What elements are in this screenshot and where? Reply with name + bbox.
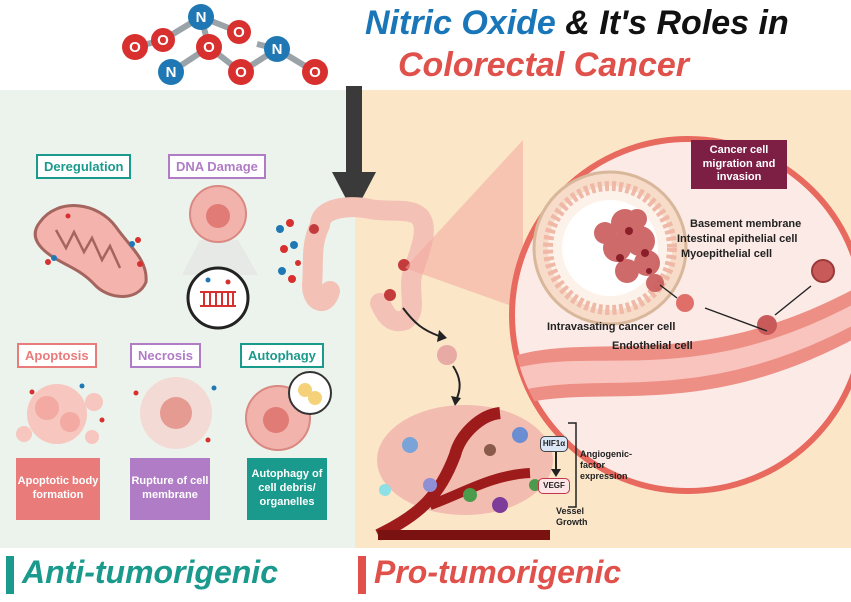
- endothelial-cell-label: Endothelial cell: [612, 340, 693, 352]
- pro-tumorigenic-label: Pro-tumorigenic: [374, 554, 622, 590]
- atom-label: O: [235, 64, 247, 81]
- dna-damage-cell-icon: [182, 185, 258, 330]
- atom-label: O: [129, 39, 141, 56]
- tumor-microenvironment-icon: [375, 405, 553, 541]
- zoom-circle: [509, 136, 851, 494]
- no-molecules-icon: [276, 219, 301, 283]
- atom-label: O: [203, 39, 215, 56]
- title-highlight: Nitric Oxide: [365, 4, 556, 42]
- anti-tumorigenic-label: Anti-tumorigenic: [22, 554, 278, 590]
- atom-label: O: [309, 64, 321, 81]
- necrosis-label: Necrosis: [130, 343, 201, 368]
- atom-label: O: [157, 32, 169, 49]
- oxygen-atom: [122, 34, 148, 60]
- nitrogen-atom: [264, 36, 290, 62]
- deregulation-label: Deregulation: [36, 154, 132, 179]
- vessel-growth-label: Vessel Growth: [556, 506, 588, 527]
- necrosis-description: Rupture of cell membrane: [130, 458, 210, 520]
- pro-footer-bar: [358, 556, 366, 594]
- nitrogen-atom: [158, 59, 184, 85]
- atom-label: N: [196, 9, 207, 26]
- oxygen-atom: [227, 20, 251, 44]
- intravasating-cell-label: Intravasating cancer cell: [547, 321, 676, 333]
- vegf-box: VEGF: [538, 478, 570, 494]
- oxygen-atom: [228, 59, 254, 85]
- curved-arrows: [402, 307, 461, 406]
- oxygen-atom: [302, 59, 328, 85]
- hif1a-box: HIF1α: [540, 436, 568, 452]
- migration-label: Cancer cell migration and invasion: [691, 140, 787, 189]
- epithelial-cell-label: Intestinal epithelial cell: [677, 233, 798, 245]
- nitric-oxide-molecule: O N O O O N O N O: [122, 4, 328, 85]
- basement-membrane-label: Basement membrane: [690, 218, 802, 230]
- myoepithelial-cell-label: Myoepithelial cell: [681, 248, 773, 260]
- necrotic-cell-icon: [133, 377, 217, 449]
- oxygen-atom: [151, 28, 175, 52]
- autophagy-description: Autophagy of cell debris/ organelles: [247, 458, 327, 520]
- page-title-line2: Colorectal Cancer: [398, 46, 689, 84]
- atom-label: N: [166, 64, 177, 81]
- anti-footer-bar: [6, 556, 14, 594]
- dna-helix-icon: [186, 266, 250, 330]
- apoptosis-label: Apoptosis: [17, 343, 97, 368]
- page-title-line1: Nitric Oxide & It's Roles in: [365, 4, 789, 43]
- oxygen-atom: [196, 34, 222, 60]
- apoptotic-cell-icon: [16, 383, 105, 444]
- mitochondrion-icon: [33, 204, 148, 298]
- pathway-arrows: [551, 422, 577, 508]
- down-arrow-icon: [332, 86, 376, 214]
- magnification-wedge: [405, 140, 523, 310]
- autophagy-label: Autophagy: [240, 343, 324, 368]
- colon-icon: [301, 197, 434, 332]
- atom-label: N: [272, 41, 283, 58]
- title-rest: & It's Roles in: [555, 4, 789, 42]
- dna-damage-label: DNA Damage: [168, 154, 266, 179]
- angiogenic-label: Angiogenic-factor expression: [580, 449, 632, 481]
- nitrogen-atom: [188, 4, 214, 30]
- apoptosis-description: Apoptotic body formation: [16, 458, 100, 520]
- atom-label: O: [233, 24, 245, 41]
- autophagy-cell-icon: [245, 371, 332, 451]
